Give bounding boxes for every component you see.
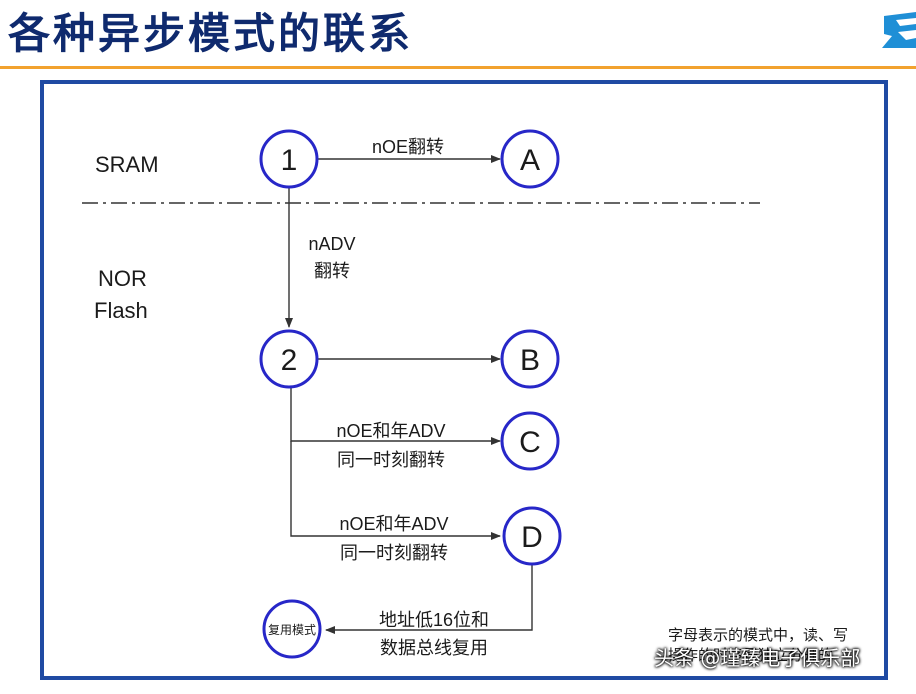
edge-label-1-to-a: nOE翻转 <box>372 137 444 157</box>
node-b-label: B <box>520 344 540 377</box>
node-b: B <box>500 329 560 389</box>
row-label-sram: SRAM <box>95 152 159 177</box>
header-divider <box>0 66 916 69</box>
node-c-label: C <box>519 426 541 459</box>
edge-label-2-to-d-line2: 同一时刻翻转 <box>340 543 448 563</box>
diagram-frame <box>40 80 888 680</box>
edge-label-d-to-mux-line1: 地址低16位和 <box>379 610 489 630</box>
node-2: 2 <box>259 329 319 389</box>
edge-2-to-d <box>290 441 501 540</box>
edge-label-1-to-2-line1: nADV <box>308 234 355 254</box>
node-a-label: A <box>520 144 540 177</box>
note-line-2: 操作的时序是独立分开的 <box>668 647 833 664</box>
node-a: A <box>500 129 560 189</box>
node-1: 1 <box>259 129 319 189</box>
node-1-label: 1 <box>281 144 298 177</box>
brand-logo-icon <box>882 12 916 48</box>
note-line-1: 字母表示的模式中，读、写 <box>668 627 848 644</box>
node-2-label: 2 <box>281 344 298 377</box>
edge-label-2-to-c-line2: 同一时刻翻转 <box>337 450 445 470</box>
edge-label-1-to-2-line2: 翻转 <box>314 261 350 281</box>
node-mux-label: 复用模式 <box>268 623 316 637</box>
node-c: C <box>500 411 560 471</box>
edge-label-2-to-c-line1: nOE和年ADV <box>336 421 445 441</box>
node-d: D <box>502 506 562 566</box>
watermark: 头条 @瑾臻电子俱乐部 <box>654 646 861 670</box>
node-d-label: D <box>521 521 543 554</box>
edge-d-to-mux <box>325 565 533 634</box>
edge-label-2-to-d-line1: nOE和年ADV <box>339 514 448 534</box>
row-label-nor: NOR <box>98 266 147 291</box>
node-mux: 复用模式 <box>262 599 322 659</box>
edge-label-d-to-mux-line2: 数据总线复用 <box>380 638 488 658</box>
row-label-flash: Flash <box>94 298 148 323</box>
page-title: 各种异步模式的联系 <box>8 9 414 58</box>
